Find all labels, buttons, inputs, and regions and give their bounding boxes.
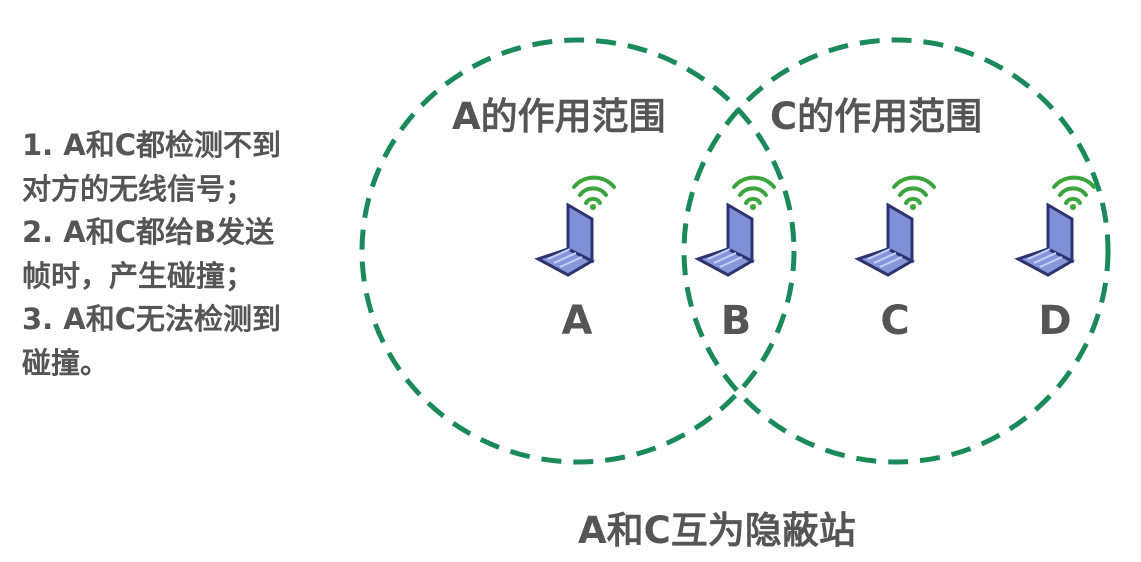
range-circle-c [681,37,1111,465]
station-label-d: D [1038,298,1072,344]
note-line: 帧时，产生碰撞； [22,258,255,293]
note-line: 对方的无线信号； [22,171,255,206]
station-label-c: C [880,298,910,344]
range-circle-a [359,37,797,465]
wifi-laptop-icon [1012,175,1102,285]
hidden-station-caption: A和C互为隐蔽站 [578,509,856,552]
explanation-notes: 1. A和C都检测不到 对方的无线信号； 2. A和C都给B发送 帧时，产生碰撞… [22,124,352,385]
note-line: 2. A和C都给B发送 [22,215,275,249]
note-line: 3. A和C无法检测到 [22,302,282,336]
wifi-icon [572,175,616,205]
wifi-icon [1052,175,1096,205]
note-line: 碰撞。 [22,345,110,380]
station-label-b: B [720,298,752,344]
range-label-a: A的作用范围 [452,95,666,138]
note-line: 1. A和C都检测不到 [22,128,282,162]
wifi-laptop-icon [692,175,782,285]
station-label-a: A [561,298,593,344]
wifi-icon [892,175,936,205]
range-label-c: C的作用范围 [770,95,983,138]
wifi-laptop-icon [852,175,942,285]
wifi-laptop-icon [532,175,622,285]
wifi-icon [732,175,776,205]
